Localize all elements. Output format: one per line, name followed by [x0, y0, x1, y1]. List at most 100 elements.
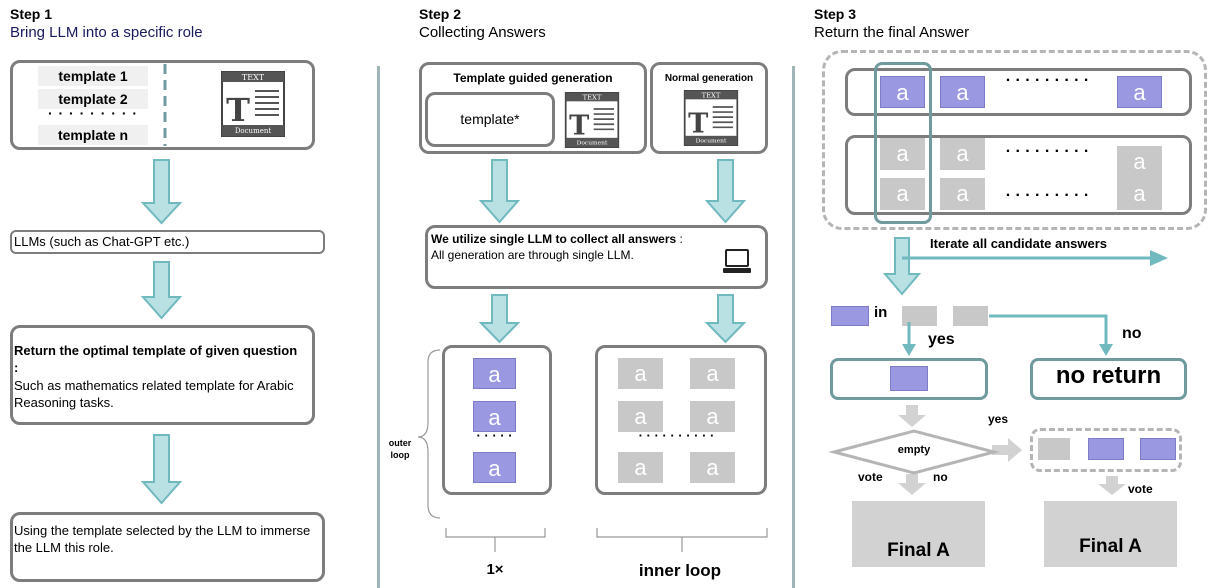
answer-cell: a — [618, 358, 663, 389]
yes-label: yes — [928, 331, 955, 348]
answer-cell-selected: a — [473, 401, 516, 432]
normal-generation-title: Normal generation — [664, 73, 754, 84]
candidate-cell — [902, 306, 937, 326]
answer-cell-selected: a — [473, 452, 516, 483]
inner-loop-label: inner loop — [638, 561, 722, 580]
candidate-cell — [1038, 438, 1070, 460]
laptop-icon — [721, 246, 753, 278]
vote-label-2: vote — [1128, 482, 1153, 496]
small-down-arrow — [898, 405, 926, 427]
matched-answer-cell — [890, 366, 928, 391]
answer-cell-selected: a — [940, 76, 985, 108]
immerse-box — [10, 512, 325, 582]
answer-cell-selected: a — [473, 358, 516, 389]
optimal-template-text: Such as mathematics related template for… — [14, 378, 294, 410]
doc-icon-letter: T — [688, 108, 708, 139]
answer-cell-selected: a — [1117, 76, 1162, 108]
down-arrow — [478, 294, 521, 344]
templates-dots: · · · · · · · · · — [47, 105, 139, 121]
selected-answer-cell — [831, 306, 869, 326]
down-arrow — [882, 237, 922, 296]
doc-icon-top-text: TEXT — [242, 73, 265, 82]
empty-label-overlay: empty — [897, 444, 931, 456]
answer-cell: a — [690, 452, 735, 483]
no-arrow-head — [1099, 344, 1113, 356]
down-arrow — [478, 159, 521, 224]
doc-icon-letter: T — [569, 110, 589, 141]
column-highlight — [874, 62, 932, 224]
doc-icon-bottom-text: Document — [696, 138, 727, 145]
inner-dots: · · · · · · · · · · — [638, 428, 715, 443]
doc-icon-top-text: TEXT — [583, 94, 602, 102]
yes-label-2: yes — [988, 412, 1009, 426]
document-icon: TEXT T Document — [683, 90, 739, 146]
down-arrow — [704, 159, 747, 224]
middle-row-dots: · · · · · · · · · — [1005, 143, 1090, 160]
answer-cell: a — [940, 178, 985, 210]
template-2-label: template 2 — [38, 89, 148, 109]
immerse-text: Using the template selected by the LLM t… — [14, 523, 311, 555]
top-row-dots: · · · · · · · · · — [1005, 72, 1090, 89]
candidate-set-box — [1030, 428, 1182, 472]
step1-subtitle: Bring LLM into a specific role — [10, 24, 203, 41]
collect-answers-bold: We utilize single LLM to collect all ans… — [431, 232, 677, 246]
template-1-label: template 1 — [38, 66, 148, 86]
times-label: 1× — [486, 561, 504, 578]
small-right-arrow — [992, 438, 1022, 462]
optimal-template-box — [10, 325, 315, 425]
collect-answers-text: All generation are through single LLM. — [431, 248, 634, 262]
no-branch-line — [989, 314, 1108, 350]
collect-answers-box — [425, 225, 768, 289]
in-label: in — [874, 304, 888, 321]
step3-subtitle: Return the final Answer — [814, 24, 970, 41]
step2-heading: Step 2 — [419, 6, 462, 22]
step1-heading: Step 1 — [10, 6, 53, 22]
llm-box — [10, 230, 325, 254]
divider-left — [377, 66, 380, 588]
doc-icon-bottom-text: Document — [577, 140, 608, 147]
empty-decision-diamond — [828, 429, 1000, 475]
candidate-cell-selected — [1088, 438, 1124, 460]
answer-cell: a — [880, 178, 925, 210]
answer-cell: a — [1117, 146, 1162, 178]
no-label: no — [1122, 325, 1142, 342]
final-answer-box-2 — [1044, 501, 1177, 567]
iterate-label: Iterate all candidate answers — [930, 236, 1108, 251]
small-down-arrow — [898, 474, 926, 495]
guided-generation-title: Template guided generation — [453, 71, 613, 85]
answer-cell: a — [618, 401, 663, 432]
collect-answers-heading: We utilize single LLM to collect all ans… — [431, 232, 683, 246]
final-answer-label-2: Final A — [1079, 536, 1142, 557]
outer-loop-label: outer loop — [388, 438, 412, 460]
step2-subtitle: Collecting Answers — [419, 24, 546, 41]
no-label-2: no — [933, 470, 948, 484]
no-return-box — [1030, 358, 1187, 400]
yes-arrow-head — [902, 344, 916, 356]
outer-loop-brace — [417, 349, 441, 519]
final-answer-label-1: Final A — [887, 540, 950, 561]
candidate-answers-group — [822, 50, 1207, 230]
step3-heading: Step 3 — [814, 6, 857, 22]
iterate-arrow-head — [1150, 250, 1168, 266]
divider-right — [792, 66, 795, 588]
candidate-cell — [953, 306, 988, 326]
llm-box-text: LLMs (such as Chat-GPT etc.) — [14, 234, 190, 249]
down-arrow — [140, 434, 183, 505]
answer-cell: a — [690, 358, 735, 389]
answer-cell: a — [690, 401, 735, 432]
final-answer-box-1 — [852, 501, 985, 567]
answer-cell: a — [880, 138, 925, 170]
times-bracket — [445, 528, 546, 538]
answer-cell: a — [940, 138, 985, 170]
candidate-cell-selected — [1140, 438, 1176, 460]
inner-loop-bracket — [596, 528, 768, 538]
bottom-row-dots: · · · · · · · · · — [1005, 187, 1090, 204]
doc-icon-bottom-text: Document — [235, 127, 272, 135]
optimal-template-heading: Return the optimal template of given que… — [14, 343, 298, 375]
down-arrow — [140, 261, 183, 320]
collect-answers-colon: : — [676, 232, 683, 246]
document-icon: TEXT T Document — [221, 71, 285, 137]
doc-icon-letter: T — [226, 91, 250, 129]
